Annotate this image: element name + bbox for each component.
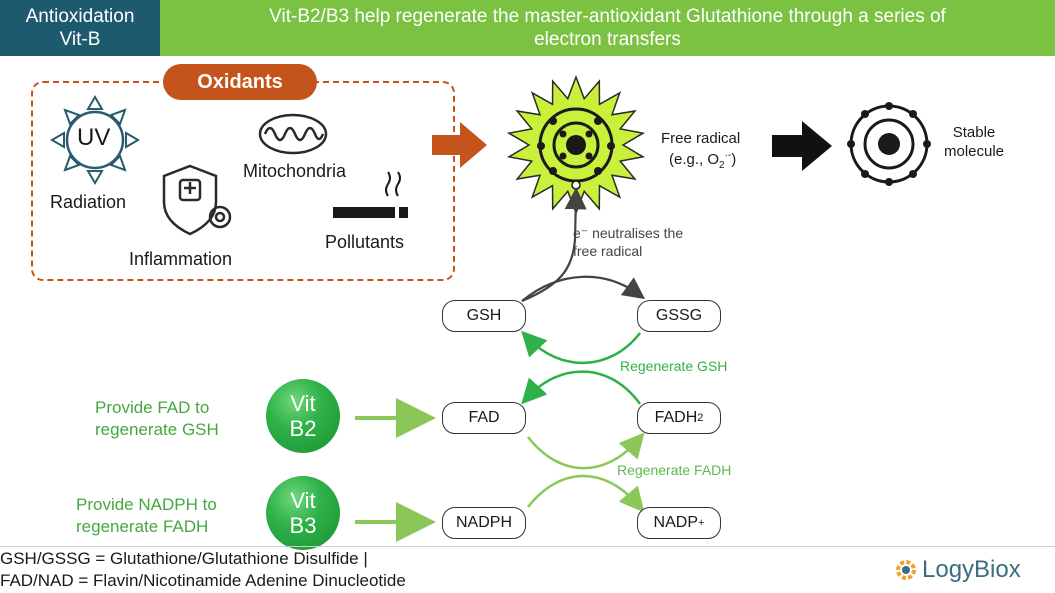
gssg-to-gsh-arrow <box>521 330 641 365</box>
regen-gsh-label: Regenerate GSH <box>620 358 728 374</box>
stable-line2: molecule <box>944 143 1005 160</box>
vit-b3-badge: Vit B3 <box>266 476 340 550</box>
vit-b3-desc-line1: Provide NADPH to <box>76 495 217 514</box>
inflammation-label: Inflammation <box>129 249 233 269</box>
footer-line2: FAD/NAD = Flavin/Nicotinamide Adenine Di… <box>0 571 406 590</box>
mitochondria-icon <box>258 113 328 155</box>
electron-transfer-arrow <box>521 187 587 303</box>
nadph-to-nadp-arrow <box>527 474 645 513</box>
vit-b3-line2: B3 <box>289 513 317 538</box>
vit-b2-line2: B2 <box>289 416 317 441</box>
footer-legend: GSH/GSSG = Glutathione/Glutathione Disul… <box>0 548 640 592</box>
brand-name: LogyBiox <box>922 556 1021 583</box>
gear-icon <box>896 560 916 580</box>
gsh-box: GSH <box>442 300 526 332</box>
header-title-line1: Vit-B2/B3 help regenerate the master-ant… <box>269 6 946 27</box>
nadp-sup: + <box>698 517 705 529</box>
example-suffix: ) <box>731 151 737 168</box>
vit-b3-description: Provide NADPH to regenerate FADH <box>76 494 217 538</box>
header-category: Antioxidation Vit-B <box>0 0 160 56</box>
uv-label: UV <box>77 124 111 151</box>
gsh-to-gssg-arrow <box>521 275 646 302</box>
vit-b2-line1: Vit <box>290 391 316 416</box>
footer-line1: GSH/GSSG = Glutathione/Glutathione Disul… <box>0 549 368 568</box>
regen-fadh-label: Regenerate FADH <box>617 462 732 478</box>
nadph-box: NADPH <box>442 507 526 539</box>
electron-note-line1: e⁻ neutralises the <box>573 225 684 241</box>
electron-note: e⁻ neutralises the free radical <box>573 224 683 260</box>
vit-b3-desc-line2: regenerate FADH <box>76 517 209 536</box>
fad-to-fadh2-arrow <box>527 432 645 470</box>
radical-to-stable-arrow <box>772 121 832 171</box>
header-category-line2: Vit-B <box>59 29 101 50</box>
electron-note-line2: free radical <box>573 243 643 259</box>
stable-molecule-icon <box>847 102 931 186</box>
header-title-line2: electron transfers <box>534 29 681 50</box>
gssg-box: GSSG <box>637 300 721 332</box>
mitochondria-label: Mitochondria <box>243 161 347 181</box>
free-radical-label: Free radical <box>661 130 741 147</box>
vit-b2-desc-line2: regenerate GSH <box>95 420 219 439</box>
stable-line1: Stable <box>952 124 996 141</box>
example-sup: ·- <box>724 150 732 161</box>
header-category-line1: Antioxidation <box>25 6 135 27</box>
fadh2-to-fad-arrow <box>521 370 642 405</box>
footer-divider <box>0 546 1055 547</box>
nadp-box: NADP+ <box>637 507 721 539</box>
free-radical-icon <box>506 74 646 216</box>
vit-b2-description: Provide FAD to regenerate GSH <box>95 397 219 441</box>
uv-sun-icon <box>50 95 140 185</box>
brand-logo: LogyBiox <box>894 556 1021 584</box>
example-sub: 2 <box>719 160 725 171</box>
free-radical-example: (e.g., O2·-) <box>669 150 736 171</box>
nadp-base: NADP <box>653 514 698 531</box>
pollutants-label: Pollutants <box>325 232 405 252</box>
fadh2-base: FADH <box>654 409 698 426</box>
vit-b3-line1: Vit <box>290 488 316 513</box>
oxidant-to-radical-arrow <box>432 122 487 168</box>
stable-molecule-label: Stable molecule <box>944 123 1004 161</box>
vit-b2-desc-line1: Provide FAD to <box>95 398 210 417</box>
header-title: Vit-B2/B3 help regenerate the master-ant… <box>160 0 1055 56</box>
fadh2-sub: 2 <box>697 412 704 424</box>
fad-box: FAD <box>442 402 526 434</box>
oxidants-title: Oxidants <box>163 64 317 100</box>
pollutants-icon <box>333 171 408 218</box>
radiation-label: Radiation <box>50 192 127 212</box>
example-prefix: (e.g., O <box>669 151 720 168</box>
vit-b2-badge: Vit B2 <box>266 379 340 453</box>
inflammation-shield-icon <box>162 164 232 236</box>
